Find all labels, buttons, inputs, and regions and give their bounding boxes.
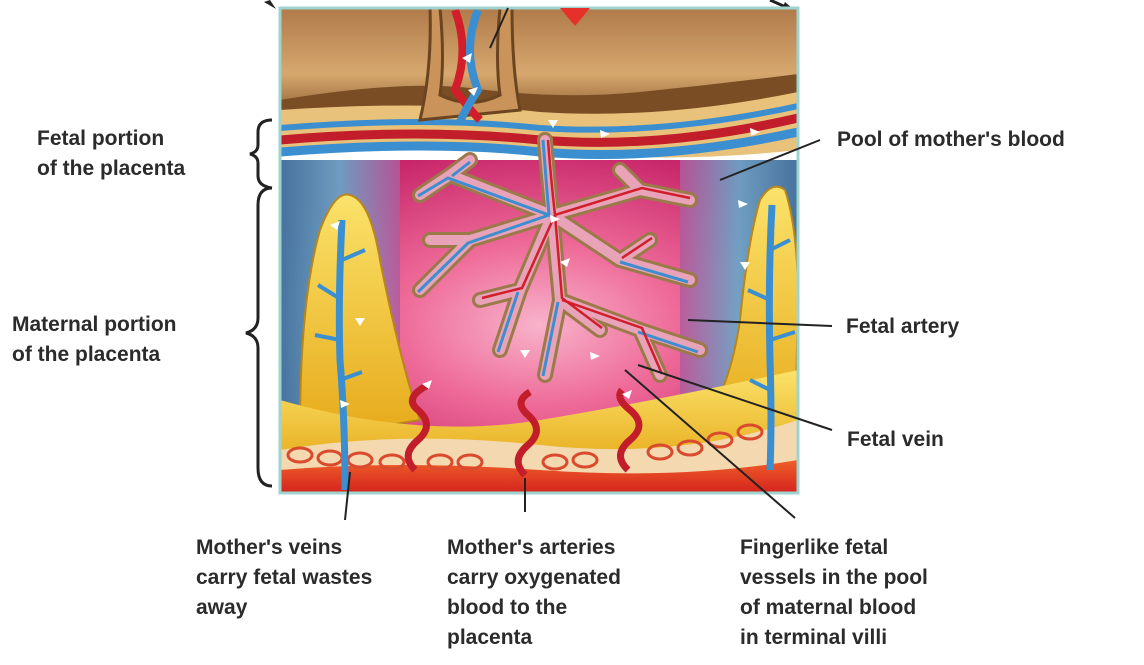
- label-fetal-artery: Fetal artery: [846, 312, 959, 342]
- label-line: Mother's arteries: [447, 533, 621, 563]
- label-fingerlike-fetal-vessels: Fingerlike fetal vessels in the pool of …: [740, 533, 928, 653]
- label-line: in terminal villi: [740, 623, 928, 653]
- fetal-portion-brace: [250, 120, 272, 188]
- label-maternal-portion: Maternal portion of the placenta: [12, 310, 177, 370]
- label-line: vessels in the pool: [740, 563, 928, 593]
- label-mothers-arteries: Mother's arteries carry oxygenated blood…: [447, 533, 621, 653]
- label-line: of the placenta: [12, 340, 177, 370]
- label-line: placenta: [447, 623, 621, 653]
- illustration-body: [280, 8, 798, 495]
- label-fetal-portion: Fetal portion of the placenta: [37, 124, 185, 184]
- label-line: carry oxygenated: [447, 563, 621, 593]
- label-line: Fetal vein: [847, 425, 944, 455]
- label-line: Pool of mother's blood: [837, 125, 1065, 155]
- label-fetal-vein: Fetal vein: [847, 425, 944, 455]
- label-line: Fetal artery: [846, 312, 959, 342]
- label-line: Mother's veins: [196, 533, 372, 563]
- label-line: Fetal portion: [37, 124, 185, 154]
- maternal-portion-brace: [246, 188, 272, 486]
- label-line: Fingerlike fetal: [740, 533, 928, 563]
- label-mothers-veins: Mother's veins carry fetal wastes away: [196, 533, 372, 623]
- label-line: blood to the: [447, 593, 621, 623]
- label-line: away: [196, 593, 372, 623]
- label-pool-of-mothers-blood: Pool of mother's blood: [837, 125, 1065, 155]
- label-line: of maternal blood: [740, 593, 928, 623]
- label-line: carry fetal wastes: [196, 563, 372, 593]
- braces: [246, 120, 272, 486]
- label-line: Maternal portion: [12, 310, 177, 340]
- label-line: of the placenta: [37, 154, 185, 184]
